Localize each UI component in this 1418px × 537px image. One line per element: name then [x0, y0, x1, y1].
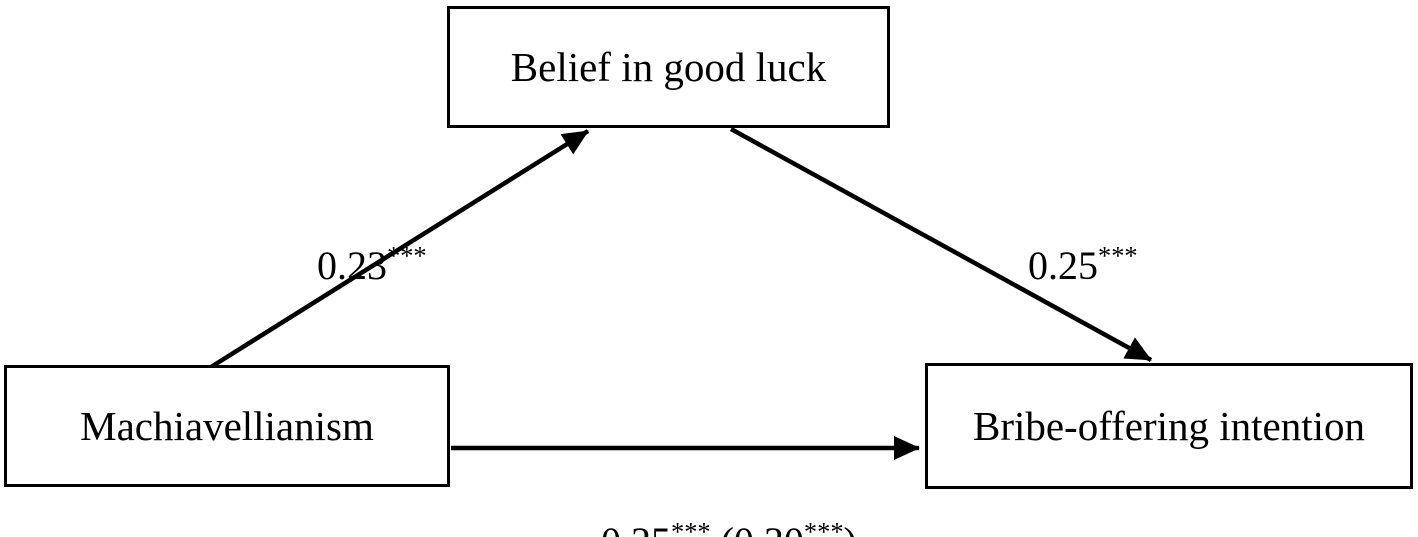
path-c-total-coefficient: 0.30 [734, 519, 804, 537]
path-c-significance: *** [671, 516, 711, 537]
node-outcome: Bribe-offering intention [925, 363, 1413, 489]
path-c-label: 0.25*** (0.30***) [561, 476, 857, 537]
path-b-label: 0.25*** [988, 200, 1138, 332]
path-a-arrow [209, 129, 590, 369]
path-a-label: 0.23*** [277, 200, 427, 332]
path-a-significance: *** [387, 240, 427, 271]
path-b-coefficient: 0.25 [1028, 243, 1098, 288]
node-predictor-label: Machiavellianism [80, 402, 374, 449]
node-predictor: Machiavellianism [4, 365, 450, 487]
path-c-total-prefix: ( [711, 519, 734, 537]
path-c-total-significance: *** [803, 516, 844, 537]
path-c-total-suffix: ) [844, 519, 857, 537]
path-b-arrow [729, 127, 1153, 362]
path-a-coefficient: 0.23 [317, 243, 387, 288]
node-outcome-label: Bribe-offering intention [972, 402, 1366, 449]
path-c-coefficient: 0.25 [601, 519, 671, 537]
path-b-significance: *** [1098, 240, 1138, 271]
node-mediator: Belief in good luck [447, 6, 890, 128]
node-mediator-label: Belief in good luck [510, 43, 827, 90]
